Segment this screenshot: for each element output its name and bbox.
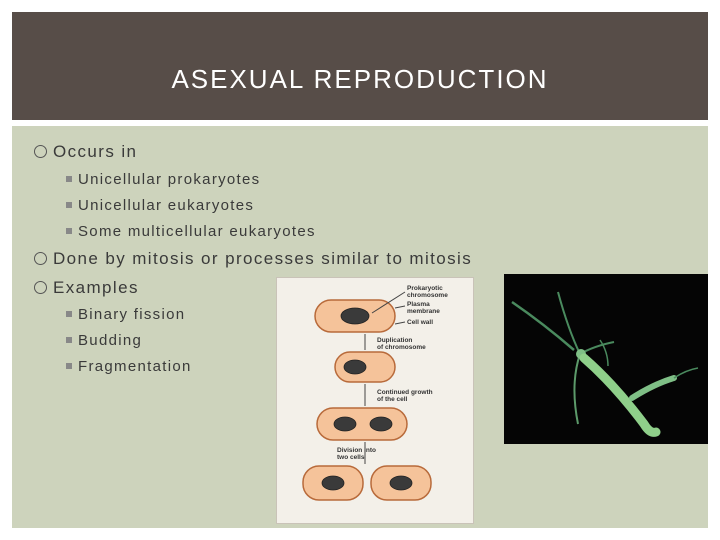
square-bullet-icon [66,311,72,317]
bullet-text: Binary fission [78,306,186,323]
bullet-text: Unicellular eukaryotes [78,197,255,214]
label-continued: Continued growth [377,389,433,396]
cell-stage-3 [316,407,408,441]
circle-bullet-icon [34,145,47,158]
tentacle-1 [511,300,575,351]
hydra-budding-photo [504,274,708,444]
leader-chromosome [371,291,406,314]
bullet-mitosis: Done by mitosis or processes similar to … [34,249,472,269]
bullet-text: Done by mitosis or processes similar to … [53,249,473,268]
tentacle-3 [573,353,581,425]
bullet-text: Unicellular prokaryotes [78,171,261,188]
bullet-text: Examples [53,278,139,297]
sub-bullet-fragmentation: Fragmentation [66,358,192,375]
sub-bullet-budding: Budding [66,332,142,349]
bullet-occurs-in: Occurs in [34,142,137,162]
bullet-text: Some multicellular eukaryotes [78,223,316,240]
tentacle-5 [599,339,609,367]
hydra-body [579,353,661,437]
slide-title: ASEXUAL REPRODUCTION [171,64,549,94]
circle-bullet-icon [34,252,47,265]
label-two-cells: two cells [337,454,365,461]
label-membrane: membrane [407,308,440,315]
bud-tentacle [673,367,699,379]
sub-bullet-multicellular-eukaryotes: Some multicellular eukaryotes [66,223,316,240]
label-plasma: Plasma [407,301,430,308]
binary-fission-svg: Prokaryotic chromosome Plasma membrane C… [302,285,448,501]
sub-bullet-binary-fission: Binary fission [66,306,185,323]
sub-bullet-unicellular-eukaryotes: Unicellular eukaryotes [66,197,254,214]
bullet-examples: Examples [34,278,139,298]
tentacle-2 [557,291,581,355]
chromosome-stage-3b [369,416,393,432]
square-bullet-icon [66,337,72,343]
square-bullet-icon [66,202,72,208]
title-bar: ASEXUAL REPRODUCTION [12,12,708,120]
label-cell-wall: Cell wall [407,319,433,326]
binary-fission-diagram: Prokaryotic chromosome Plasma membrane C… [276,277,474,524]
sub-bullet-unicellular-prokaryotes: Unicellular prokaryotes [66,171,260,188]
label-duplication: Duplication [377,337,412,344]
circle-bullet-icon [34,281,47,294]
square-bullet-icon [66,228,72,234]
label-of-cell: of the cell [377,396,408,403]
label-of-chromosome: of chromosome [377,344,426,351]
hydra-bud [629,375,677,401]
chromosome-stage-4a [321,475,345,491]
chromosome-stage-4b [389,475,413,491]
leader-cell-wall [394,321,406,325]
hydra-svg [511,291,699,437]
label-prokaryotic: Prokaryotic [407,285,443,292]
bullet-text: Budding [78,332,143,349]
leader-membrane [394,305,406,309]
bullet-text: Fragmentation [78,358,192,375]
bullet-text: Occurs in [53,142,138,161]
square-bullet-icon [66,363,72,369]
chromosome-stage-1 [340,307,370,325]
chromosome-stage-3a [333,416,357,432]
label-chromosome: chromosome [407,292,448,299]
label-division: Division into [337,447,376,454]
chromosome-stage-2 [343,359,367,375]
square-bullet-icon [66,176,72,182]
